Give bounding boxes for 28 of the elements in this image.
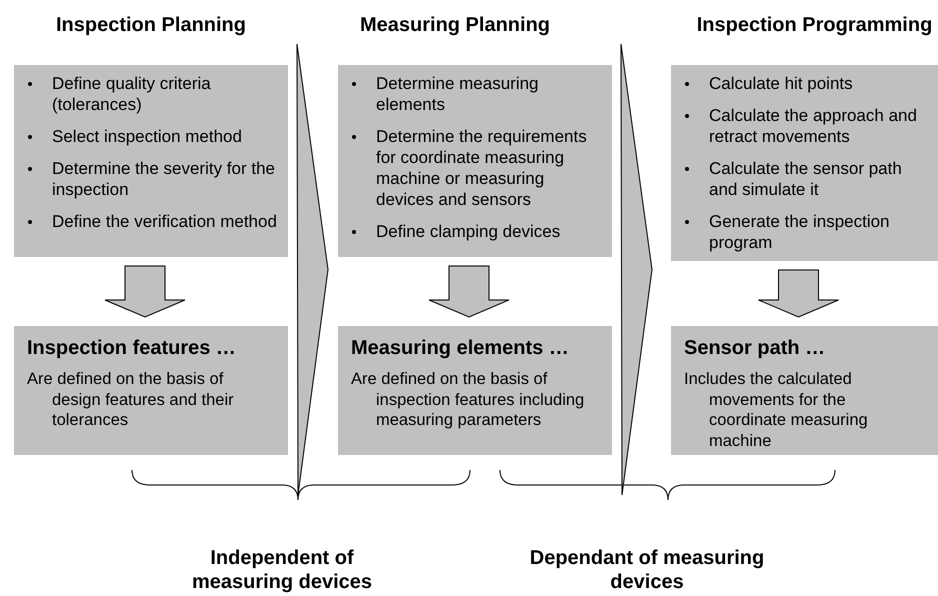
bullet-text: Define clamping devices [376, 221, 560, 242]
box-description: Are defined on the basis of inspection features including measuring parameters [351, 369, 586, 430]
bullet-text: Select inspection method [52, 126, 242, 147]
bullet-text: Define quality criteria (tolerances) [52, 73, 212, 115]
box-title: Measuring elements … [351, 336, 570, 360]
result-box [671, 326, 938, 455]
brace-label: Dependant of measuring devices [528, 546, 766, 594]
bullet-text: Calculate hit points [709, 73, 853, 94]
bullet-text: Define the verification method [52, 211, 277, 232]
bullet-text: Calculate the sensor path and simulate it [709, 158, 903, 200]
block-arrow [104, 266, 186, 318]
result-box [14, 326, 288, 455]
bullet-text: Determine the severity for the inspection [52, 158, 276, 200]
bullet-text: Generate the inspection program [709, 211, 891, 253]
box-title: Inspection features … [27, 336, 237, 360]
column-heading: Inspection Programming [696, 13, 932, 37]
box-title: Sensor path … [684, 336, 826, 360]
bullet-text: Determine the requirements for coordinate measuring machine or measuring devices and sensors [376, 126, 588, 210]
box-description: Includes the calculated movements for the coordinate measuring machine [684, 369, 869, 451]
brace-label: Independent of measuring devices [190, 546, 374, 594]
bullet-text: Determine measuring elements [376, 73, 540, 115]
column-heading: Measuring Planning [360, 13, 550, 37]
column-heading: Inspection Planning [56, 13, 246, 37]
result-box [338, 326, 612, 455]
block-arrow [758, 270, 839, 318]
box-description: Are defined on the basis of design features and their tolerances [27, 369, 235, 430]
block-arrow [428, 266, 510, 318]
bullet-text: Calculate the approach and retract movements [709, 105, 918, 147]
